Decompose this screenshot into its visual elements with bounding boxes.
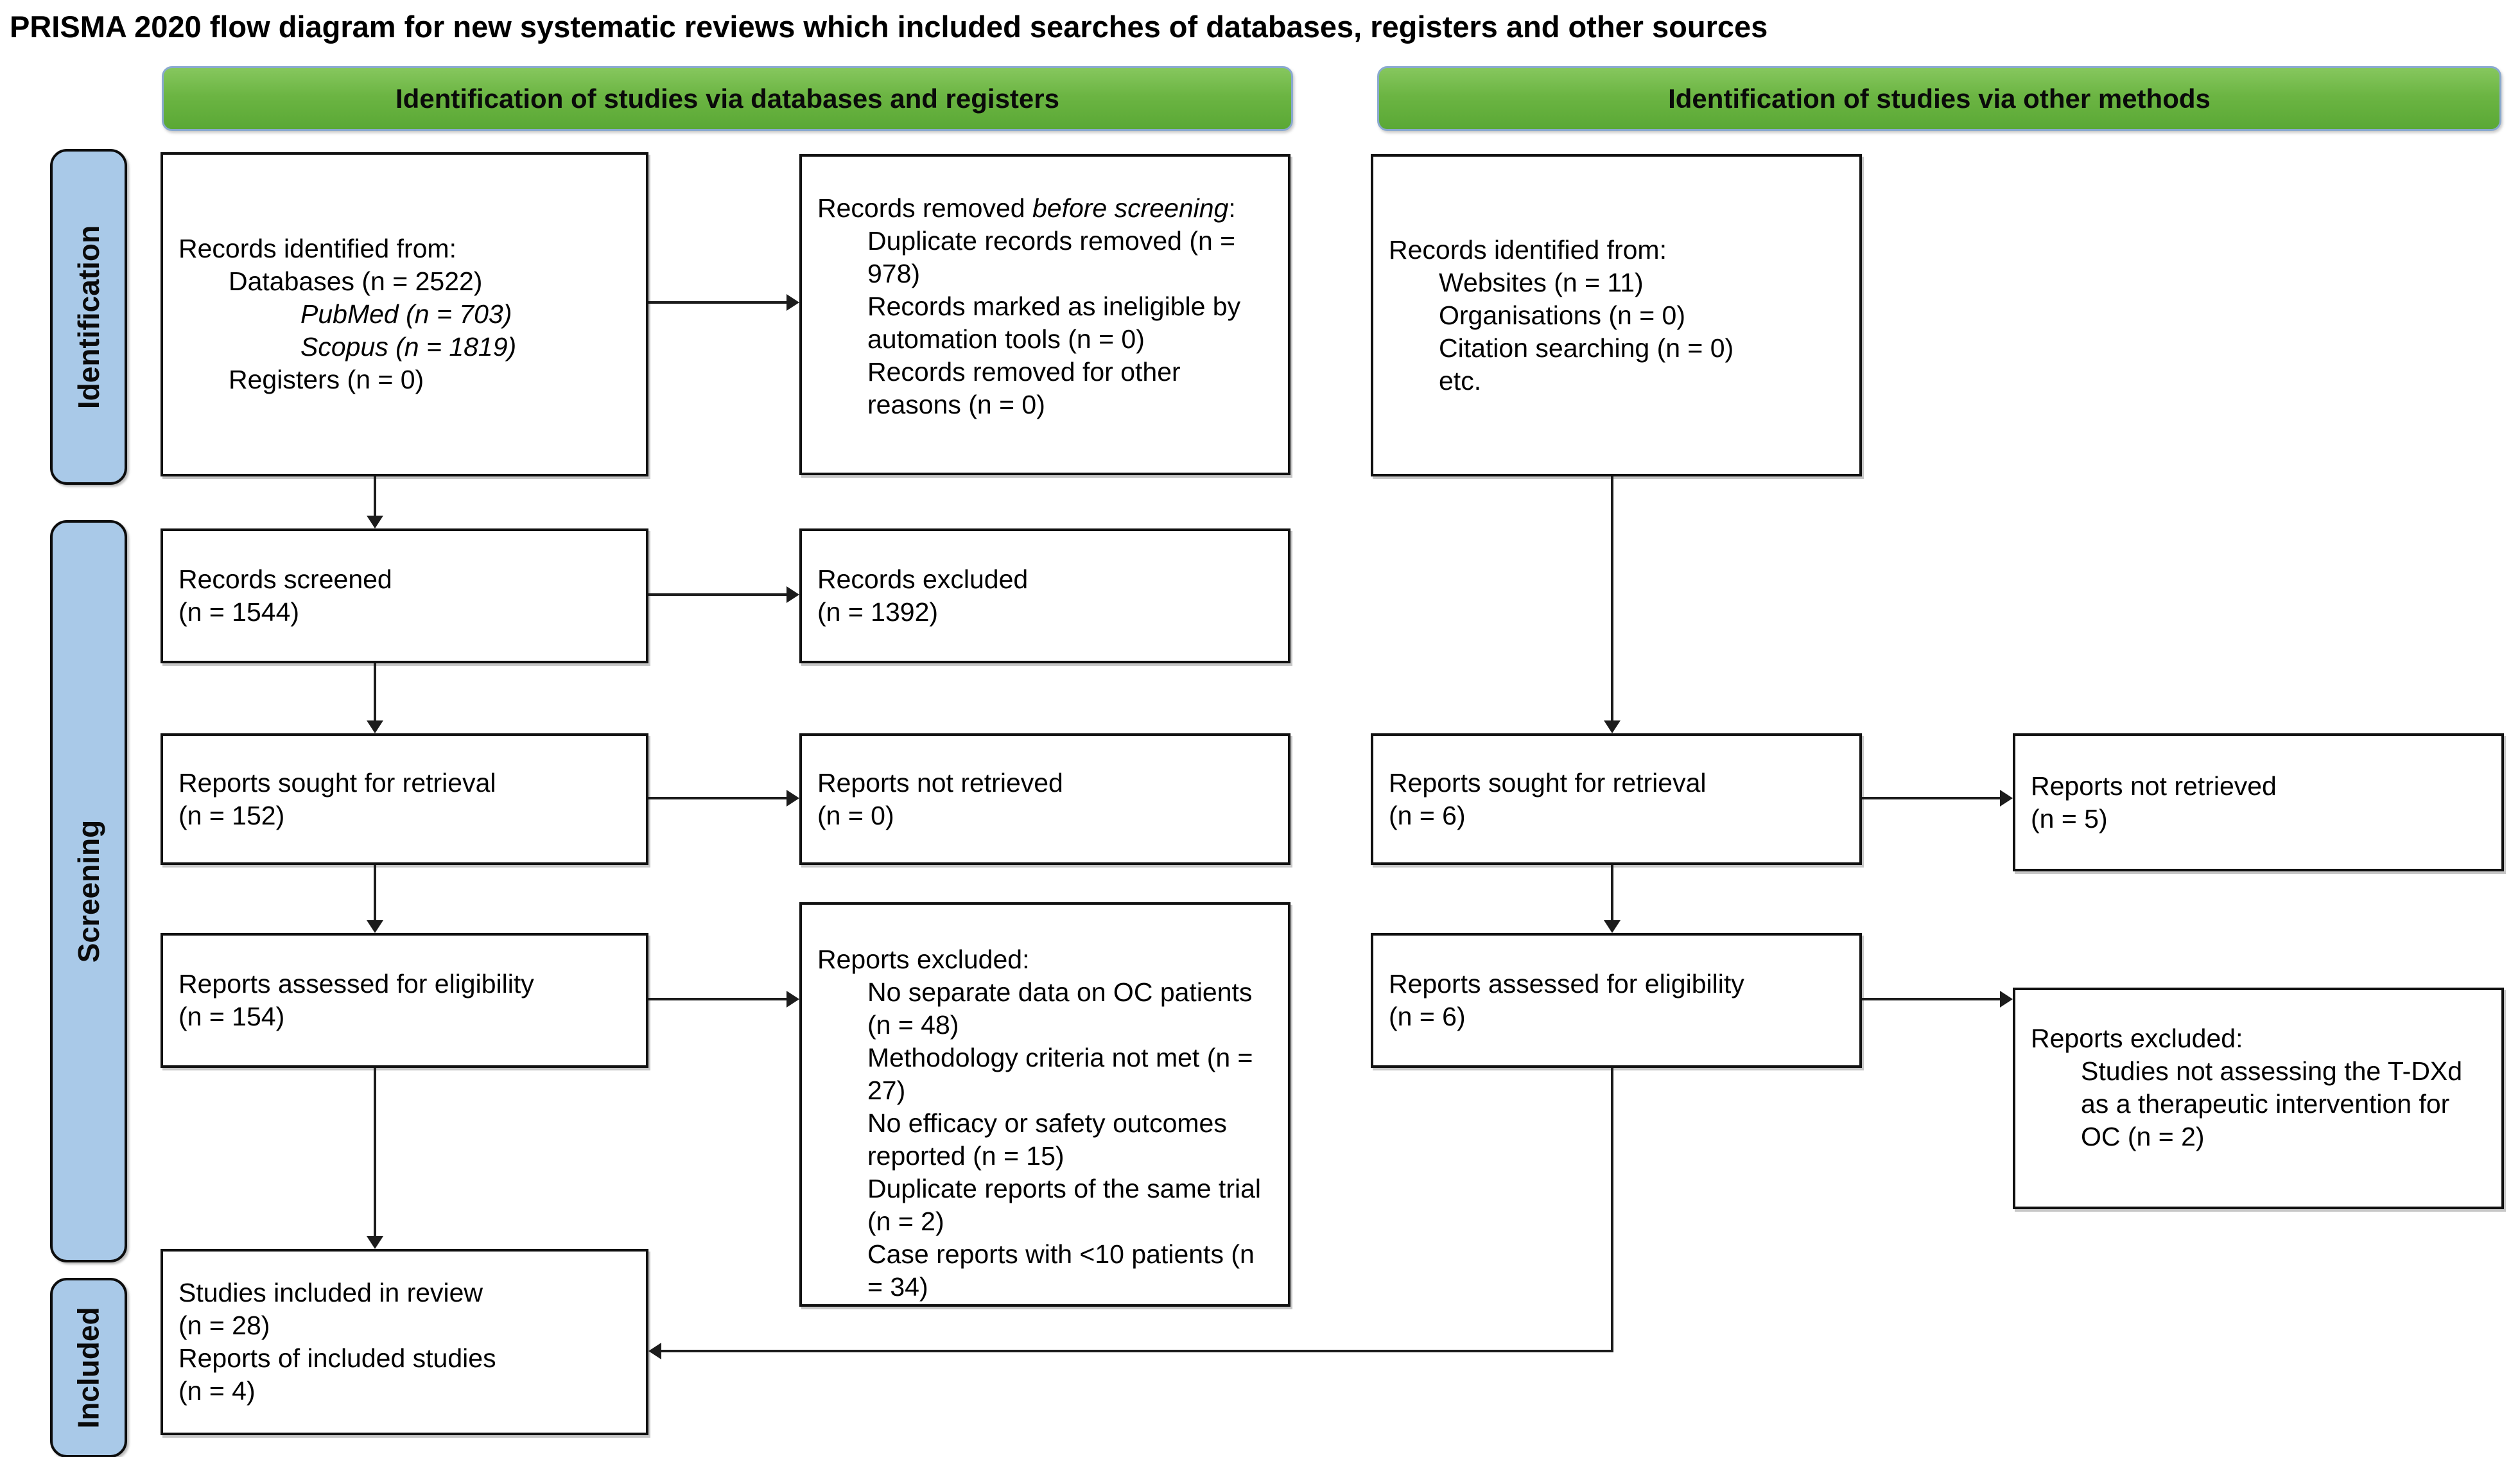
- box-line-segment: :: [1228, 193, 1236, 223]
- box-line: Organisations (n = 0): [1439, 300, 1685, 330]
- arrow-other-sought-to-assessed-line: [1611, 865, 1613, 920]
- box-line: (n = 6): [1389, 1002, 1466, 1031]
- stage-label-screening: Screening: [50, 520, 127, 1262]
- stage-label-included-text: Included: [72, 1307, 105, 1429]
- box-reports-sought-other: Reports sought for retrieval (n = 6): [1371, 733, 1862, 865]
- box-line: (n = 6): [1389, 800, 1466, 830]
- box-line: Records identified from:: [178, 234, 456, 263]
- arrow-screened-to-sought-line: [374, 663, 376, 720]
- box-reports-not-retrieved-databases: Reports not retrieved (n = 0): [799, 733, 1290, 865]
- header-databases-registers: Identification of studies via databases …: [162, 66, 1293, 131]
- box-line: Records removed for other reasons (n = 0…: [867, 357, 1181, 419]
- box-line: Duplicate records removed (n = 978): [867, 226, 1236, 288]
- arrow-identified-to-removed-line: [648, 301, 786, 304]
- box-line: Records identified from:: [1389, 234, 1667, 265]
- arrow-other-identified-to-sought-line: [1611, 476, 1613, 720]
- diagram-title: PRISMA 2020 flow diagram for new systema…: [10, 10, 1768, 44]
- arrow-sought-to-assessed-head: [367, 920, 383, 933]
- stage-label-identification-text: Identification: [72, 225, 106, 409]
- arrow-sought-to-notretrieved-head: [786, 790, 799, 807]
- box-line: Registers (n = 0): [229, 365, 424, 394]
- box-reports-excluded-other: Reports excluded: Studies not assessing …: [2013, 988, 2504, 1209]
- box-line: (n = 0): [817, 800, 894, 830]
- box-reports-not-retrieved-other: Reports not retrieved (n = 5): [2013, 733, 2504, 871]
- box-reports-sought-databases: Reports sought for retrieval (n = 152): [161, 733, 648, 865]
- stage-label-screening-text: Screening: [72, 819, 106, 963]
- arrow-assessed-to-excluded-head: [786, 991, 799, 1008]
- box-reports-assessed-other: Reports assessed for eligibility (n = 6): [1371, 933, 1862, 1068]
- box-line-segment-italic: before screening: [1032, 193, 1229, 223]
- box-line: Databases (n = 2522): [229, 266, 483, 296]
- stage-label-identification: Identification: [50, 149, 127, 485]
- arrow-assessed-to-excluded-line: [648, 998, 786, 1000]
- arrow-other-assessed-down-line: [1611, 1068, 1613, 1351]
- arrow-sought-to-notretrieved-line: [648, 797, 786, 799]
- box-line: Reports assessed for eligibility: [1389, 969, 1744, 999]
- box-line: Records removed before screening:: [817, 192, 1275, 225]
- arrow-sought-to-assessed-line: [374, 865, 376, 920]
- box-reports-excluded-databases: Reports excluded: No separate data on OC…: [799, 902, 1290, 1307]
- box-line: Methodology criteria not met (n = 27): [867, 1043, 1253, 1105]
- arrow-identified-to-screened-head: [367, 516, 383, 528]
- arrow-other-assessed-to-excluded-head: [2000, 991, 2013, 1008]
- box-records-screened: Records screened (n = 1544): [161, 528, 648, 663]
- arrow-other-assessed-to-excluded-line: [1862, 998, 2000, 1000]
- arrow-other-identified-to-sought-head: [1604, 720, 1621, 733]
- arrow-other-sought-to-notretrieved-line: [1862, 797, 2000, 799]
- box-line: Scopus (n = 1819): [300, 332, 517, 362]
- box-line: Reports sought for retrieval: [1389, 767, 1707, 798]
- box-line: PubMed (n = 703): [300, 299, 512, 329]
- stage-label-included: Included: [50, 1278, 127, 1457]
- arrow-identified-to-screened-line: [374, 476, 376, 516]
- box-records-removed-before-screening: Records removed before screening: Duplic…: [799, 154, 1290, 475]
- box-line: Records marked as ineligible by automati…: [867, 292, 1241, 354]
- arrow-other-sought-to-notretrieved-head: [2000, 790, 2013, 807]
- box-line-segment: Records removed: [817, 193, 1032, 223]
- box-line: (n = 28): [178, 1311, 270, 1340]
- box-line: Reports excluded:: [817, 945, 1030, 974]
- box-line: Duplicate reports of the same trial (n =…: [867, 1174, 1261, 1236]
- arrow-assessed-to-included-line: [374, 1068, 376, 1236]
- box-line: Studies included in review: [178, 1278, 483, 1307]
- box-records-excluded: Records excluded (n = 1392): [799, 528, 1290, 663]
- arrow-other-sought-to-assessed-head: [1604, 920, 1621, 933]
- box-line: Case reports with <10 patients (n = 34): [867, 1239, 1255, 1302]
- box-line: No separate data on OC patients (n = 48): [867, 977, 1253, 1040]
- box-line: (n = 5): [2031, 803, 2108, 833]
- box-line: (n = 152): [178, 800, 285, 830]
- box-line: Records screened: [178, 564, 392, 594]
- box-line: Citation searching (n = 0): [1439, 333, 1734, 363]
- header-other-methods: Identification of studies via other meth…: [1377, 66, 2501, 131]
- arrow-screened-to-excluded-head: [786, 586, 799, 603]
- box-line: Reports excluded:: [2031, 1024, 2243, 1053]
- box-studies-included: Studies included in review (n = 28) Repo…: [161, 1249, 648, 1435]
- box-line: Records excluded: [817, 564, 1029, 594]
- box-line: Reports sought for retrieval: [178, 767, 496, 798]
- box-line: (n = 4): [178, 1376, 256, 1406]
- box-line: Reports of included studies: [178, 1343, 496, 1373]
- box-line: (n = 1544): [178, 597, 300, 627]
- arrow-other-assessed-to-included-line: [661, 1350, 1613, 1352]
- arrow-assessed-to-included-head: [367, 1236, 383, 1249]
- box-line: Reports not retrieved: [817, 767, 1063, 798]
- box-line: Reports not retrieved: [2031, 771, 2277, 801]
- box-line: Studies not assessing the T-DXd as a the…: [2081, 1056, 2463, 1151]
- box-line: (n = 1392): [817, 597, 939, 627]
- box-line: Websites (n = 11): [1439, 267, 1644, 297]
- box-reports-assessed-databases: Reports assessed for eligibility (n = 15…: [161, 933, 648, 1068]
- box-line: Reports assessed for eligibility: [178, 969, 534, 999]
- arrow-other-assessed-to-included-head: [648, 1343, 661, 1359]
- arrow-screened-to-excluded-line: [648, 593, 786, 596]
- box-records-identified-other: Records identified from: Websites (n = 1…: [1371, 154, 1862, 476]
- arrow-screened-to-sought-head: [367, 720, 383, 733]
- box-line: etc.: [1439, 365, 1482, 396]
- box-line: (n = 154): [178, 1002, 285, 1031]
- box-line: No efficacy or safety outcomes reported …: [867, 1108, 1227, 1171]
- box-records-identified-databases: Records identified from: Databases (n = …: [161, 152, 648, 476]
- arrow-identified-to-removed-head: [786, 294, 799, 311]
